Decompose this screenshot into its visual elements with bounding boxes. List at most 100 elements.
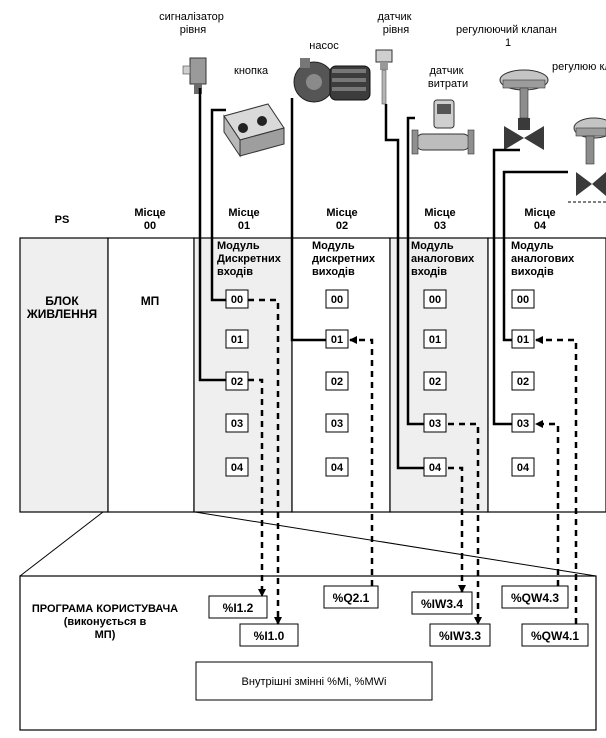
valve2-label: регулюю клапан [552, 61, 606, 73]
channel-box-m1-1 [225, 329, 249, 349]
var-qw41-label: %QW4.1 [531, 629, 579, 643]
channel-label-m4-2: 02 [517, 376, 529, 388]
level-sensor-label: датчик рівня [377, 11, 414, 36]
channel-box-m2-0 [325, 289, 349, 309]
channel-label-m1-2: 02 [231, 376, 243, 388]
channel-label-m1-1: 01 [231, 334, 243, 346]
channel-box-m1-3 [225, 413, 249, 433]
slot-01-heading-line-2: 01 [238, 220, 250, 232]
channel-label-m2-4: 04 [331, 462, 344, 474]
channel-label-m2-3: 03 [331, 418, 343, 430]
internal-variables-box [195, 661, 433, 701]
logical-wiring [248, 298, 578, 625]
var-i12: %I1.2 [208, 595, 268, 619]
field-wiring [198, 88, 568, 470]
m4-title-line-3: виходів [511, 266, 554, 278]
channel-box-m2-4 [325, 457, 349, 477]
channel-label-m1-0: 00 [231, 294, 243, 306]
level-sensor-label-line-2: рівня [383, 24, 409, 36]
m2-title-line-2: дискретних [312, 253, 376, 265]
pump-label: насос [309, 40, 339, 52]
channel-label-m3-3: 03 [429, 418, 441, 430]
var-iw34-label: %IW3.4 [421, 597, 463, 611]
channel-label-m4-1: 01 [517, 334, 529, 346]
var-qw43-label: %QW4.3 [511, 591, 559, 605]
var-qw41: %QW4.1 [521, 623, 589, 647]
level-sensor-device [375, 49, 393, 105]
level-alarm-label: сигналізатор рівня [159, 11, 227, 36]
channel-label-m3-1: 01 [429, 334, 441, 346]
slot-04-heading-line-2: 04 [534, 220, 547, 232]
var-q21: %Q2.1 [323, 585, 379, 609]
channel-box-m2-3 [325, 413, 349, 433]
channel-label-m2-0: 00 [331, 294, 343, 306]
internal-variables-label: Внутрішні змінні %Mi, %MWi [242, 676, 387, 688]
pump-device [293, 58, 371, 103]
channel-box-m4-2 [511, 371, 535, 391]
channel-label-m3-4: 04 [429, 462, 442, 474]
channel-label-m2-2: 02 [331, 376, 343, 388]
program-title-line-3: МП) [95, 629, 116, 641]
var-qw43: %QW4.3 [501, 585, 569, 609]
var-i12-label: %I1.2 [223, 601, 254, 615]
analog-output-module [487, 237, 606, 513]
channel-box-m1-4 [225, 457, 249, 477]
button-device [223, 103, 285, 158]
cpu-module-title: МП [141, 294, 160, 308]
channel-label-m3-0: 00 [429, 294, 441, 306]
flow-sensor-label: датчик витрати [428, 65, 468, 90]
var-i10: %I1.0 [239, 623, 299, 647]
channel-label-m4-3: 03 [517, 418, 529, 430]
user-program-panel [19, 575, 597, 731]
flow-sensor-device [411, 99, 475, 155]
flow-sensor-label-line-2: витрати [428, 78, 468, 90]
level-alarm-device [182, 57, 207, 94]
button-label: кнопка [234, 65, 269, 77]
projection-line-right [194, 511, 597, 577]
channel-label-m4-0: 00 [517, 294, 529, 306]
m1-title-line-2: Дискретних [217, 253, 282, 265]
var-iw33: %IW3.3 [429, 623, 491, 647]
projection-line-left [19, 511, 104, 577]
slot-00-heading-line-2: 00 [144, 220, 156, 232]
slot-02-heading-line-2: 02 [336, 220, 348, 232]
channel-box-m2-2 [325, 371, 349, 391]
var-iw34: %IW3.4 [411, 591, 473, 615]
level-alarm-label-line-2: рівня [180, 24, 206, 36]
channel-box-m4-4 [511, 457, 535, 477]
valve2-device [568, 117, 606, 203]
slot-03-heading-line-2: 03 [434, 220, 446, 232]
power-module-title-line-2: ЖИВЛЕННЯ [26, 307, 97, 321]
channel-label-m1-4: 04 [231, 462, 244, 474]
var-i10-label: %I1.0 [254, 629, 285, 643]
valve1-device [499, 69, 549, 150]
power-module [19, 237, 109, 513]
channel-box-m4-0 [511, 289, 535, 309]
program-title-line-2: (виконується в [64, 616, 147, 628]
m4-title-line-2: аналогових [511, 253, 575, 265]
m3-title-line-3: входів [411, 266, 447, 278]
channel-box-m3-0 [423, 289, 447, 309]
m1-title-line-3: входів [217, 266, 253, 278]
var-iw33-label: %IW3.3 [439, 629, 481, 643]
m2-title-line-3: виходів [312, 266, 355, 278]
valve1-label: регулюючий клапан 1 [456, 24, 560, 49]
channel-label-m1-3: 03 [231, 418, 243, 430]
m3-title-line-2: аналогових [411, 253, 475, 265]
cpu-module [107, 237, 195, 513]
channel-label-m3-2: 02 [429, 376, 441, 388]
slot-ps-heading: PS [55, 214, 70, 226]
